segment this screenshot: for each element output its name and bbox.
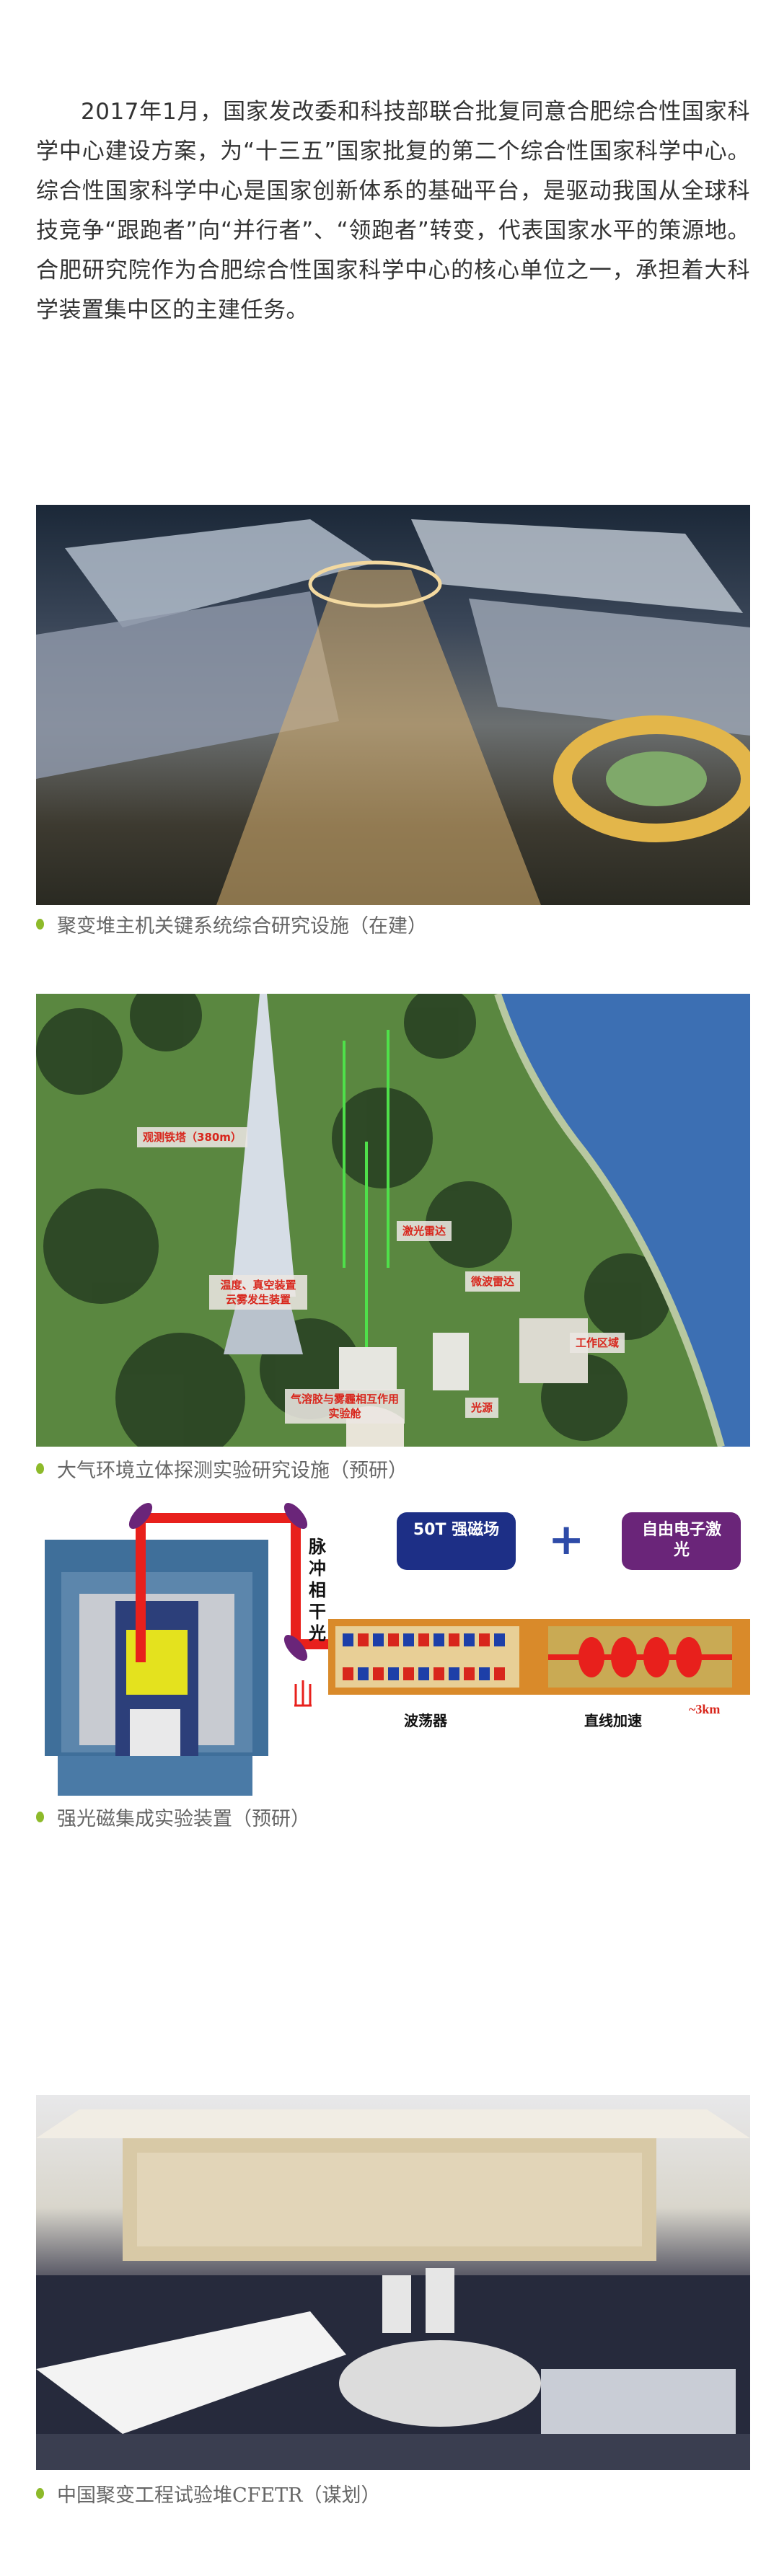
atmosphere-facility-illustration [36, 994, 750, 1447]
magnet-laser-illustration [45, 1502, 750, 1796]
undulator-magnet [373, 1667, 384, 1680]
label-light-source: 光源 [465, 1398, 499, 1418]
undulator-magnet [494, 1667, 505, 1680]
bullet-icon [36, 919, 44, 930]
caption-text: 聚变堆主机关键系统综合研究设施（在建） [57, 915, 427, 938]
figure-caption: 中国聚变工程试验堆CFETR（谋划） [36, 2479, 380, 2507]
figure-caption: 强光磁集成实验装置（预研） [36, 1803, 310, 1831]
label-radar: 微波雷达 [465, 1271, 521, 1292]
plus-icon: + [548, 1514, 585, 1565]
atmosphere-facility-photo: 观测铁塔（380m） 激光雷达 微波雷达 工作区域 温度、真空装置 云雾发生装置… [36, 994, 750, 1447]
undulator-magnet [418, 1633, 429, 1646]
figure-caption: 大气环境立体探测实验研究设施（预研） [36, 1455, 408, 1483]
magnet-laser-diagram: 脉冲相干光 50T 强磁场 + 自由电子激光 波荡器 直线加速 ~3km [36, 1500, 750, 1796]
undulator-magnet [388, 1667, 399, 1680]
label-magnet: 50T 强磁场 [413, 1521, 500, 1539]
undulator-magnet [494, 1633, 505, 1646]
label-lidar: 激光雷达 [397, 1221, 452, 1241]
cfetr-illustration [36, 2109, 750, 2470]
undulator-magnet [418, 1667, 429, 1680]
label-undulator: 波荡器 [404, 1712, 447, 1729]
undulator-magnet [403, 1667, 414, 1680]
undulator-magnet [479, 1633, 490, 1646]
bullet-icon [36, 2488, 44, 2499]
label-cloud-device: 温度、真空装置 云雾发生装置 [209, 1275, 307, 1310]
label-tower: 观测铁塔（380m） [137, 1127, 247, 1147]
caption-text: 中国聚变工程试验堆CFETR（谋划） [57, 2484, 381, 2507]
undulator-magnet [343, 1633, 353, 1646]
undulator-magnet [403, 1633, 414, 1646]
undulator-magnet [358, 1667, 369, 1680]
label-work-area: 工作区域 [570, 1333, 625, 1353]
undulator-magnet [343, 1667, 353, 1680]
bullet-icon [36, 1812, 44, 1822]
bullet-icon [36, 1463, 44, 1474]
caption-text: 大气环境立体探测实验研究设施（预研） [57, 1460, 408, 1482]
figure-caption: 聚变堆主机关键系统综合研究设施（在建） [36, 910, 427, 938]
fusion-facility-illustration [36, 519, 750, 905]
undulator-magnet [449, 1667, 459, 1680]
undulator-magnet [433, 1633, 444, 1646]
label-fel: 自由电子激光 [641, 1521, 721, 1559]
caption-text: 强光磁集成实验装置（预研） [57, 1808, 310, 1830]
article-paragraph: 2017年1月，国家发改委和科技部联合批复同意合肥综合性国家科学中心建设方案，为… [36, 99, 750, 323]
undulator-magnet [433, 1667, 444, 1680]
label-aerosol-chamber: 气溶胶与雾霾相互作用实验舱 [285, 1389, 405, 1424]
cfetr-photo [36, 2095, 750, 2470]
label-length: ~3km [689, 1702, 721, 1716]
undulator-magnet [449, 1633, 459, 1646]
undulator-magnet [358, 1633, 369, 1646]
fusion-facility-photo [36, 505, 750, 905]
undulator-magnet [464, 1667, 475, 1680]
undulator-magnet [388, 1633, 399, 1646]
undulator-magnet [479, 1667, 490, 1680]
undulator-magnet [464, 1633, 475, 1646]
label-pulse-light: 脉冲相干光 [309, 1537, 326, 1644]
label-linac: 直线加速 [584, 1712, 642, 1729]
undulator-magnet [373, 1633, 384, 1646]
